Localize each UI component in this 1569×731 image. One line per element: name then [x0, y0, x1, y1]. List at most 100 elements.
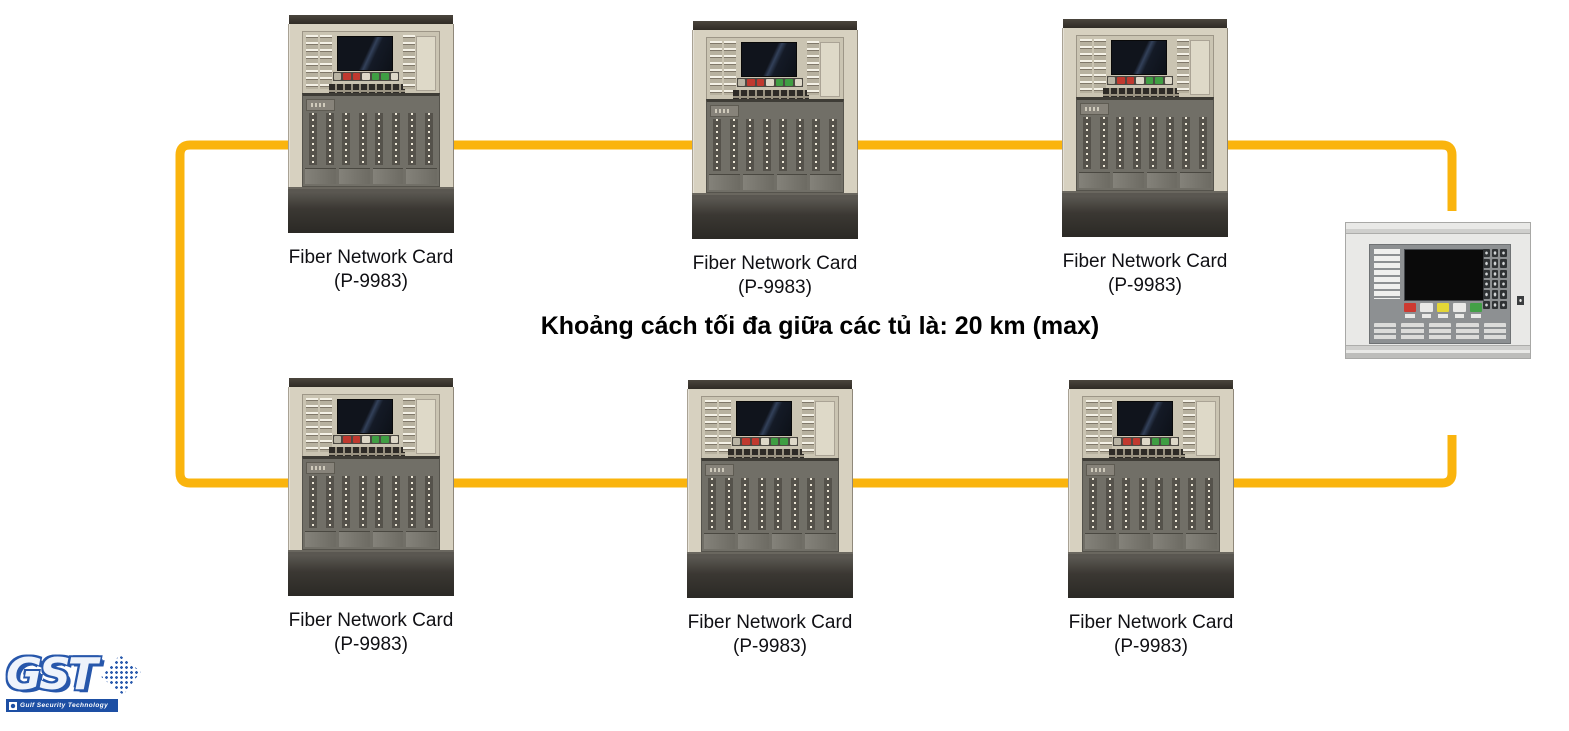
repeater-led-labels [1374, 249, 1400, 299]
label-card [820, 42, 840, 97]
operator-panel [706, 37, 844, 104]
label-card [1190, 40, 1210, 95]
brand-chip [1086, 464, 1115, 476]
lcd-display [736, 401, 792, 436]
cabinet-label: Fiber Network Card (P-9983) [1040, 250, 1250, 298]
led-indicator-column [1080, 39, 1092, 93]
function-key-row [333, 435, 399, 444]
cabinet-label-line2: (P-9983) [1108, 275, 1182, 296]
led-indicator-column [403, 35, 415, 89]
led-indicator-column [802, 400, 814, 454]
cabinet-label: Fiber Network Card (P-9983) [1046, 611, 1256, 659]
bay-doors [704, 533, 836, 549]
fire-alarm-control-panel [288, 378, 454, 596]
cabinet-label-line1: Fiber Network Card [288, 247, 454, 268]
bay-doors [709, 174, 841, 190]
cabinet-label-line1: Fiber Network Card [288, 610, 454, 631]
brand-chip [306, 462, 335, 474]
led-indicator-column [320, 35, 332, 89]
cabinet-base [1068, 552, 1234, 598]
label-card [1196, 401, 1216, 456]
led-indicator-column [320, 398, 332, 452]
repeater-bottom-groove [1346, 345, 1530, 350]
led-strip-row [309, 476, 433, 528]
cabinet-label-line1: Fiber Network Card [1062, 251, 1228, 272]
gst-logo: GST Gulf Security Technology [6, 649, 186, 712]
fire-alarm-control-panel [687, 380, 853, 598]
operator-panel [1082, 396, 1220, 463]
bay-doors [1085, 533, 1217, 549]
cabinet-slot-bottom-middle: Fiber Network Card (P-9983) [687, 380, 853, 659]
cabinet-body [1062, 28, 1228, 191]
cabinet-top-edge [693, 21, 857, 30]
led-indicator-column [719, 400, 731, 454]
cabinet-label-line2: (P-9983) [334, 634, 408, 655]
led-strip-row [309, 113, 433, 165]
lcd-display [337, 36, 393, 71]
label-card [416, 399, 436, 454]
function-key-row [732, 437, 798, 446]
gst-logo-text: GST [6, 649, 98, 700]
bay-doors [305, 168, 437, 184]
cabinet-label: Fiber Network Card (P-9983) [665, 611, 875, 659]
cabinet-top-edge [1063, 19, 1227, 28]
cabinet-slot-top-left: Fiber Network Card (P-9983) [288, 15, 454, 294]
operator-panel [701, 396, 839, 463]
bay-doors [305, 531, 437, 547]
cabinet-label: Fiber Network Card (P-9983) [266, 246, 476, 294]
cabinet-label: Fiber Network Card (P-9983) [266, 609, 476, 657]
cabinet-base [687, 552, 853, 598]
led-indicator-column [306, 398, 318, 452]
loop-card-bay [701, 458, 839, 552]
repeater-button-groups [1374, 323, 1507, 341]
fiber-loop-path [175, 140, 1457, 488]
repeater-keypad [1483, 249, 1507, 309]
cabinet-label-line2: (P-9983) [733, 636, 807, 657]
fire-alarm-control-panel [1068, 380, 1234, 598]
led-strip-row [1083, 117, 1207, 169]
loop-card-bay [706, 99, 844, 193]
cabinet-base [288, 550, 454, 596]
led-indicator-column [306, 35, 318, 89]
led-indicator-column [705, 400, 717, 454]
loop-card-bay [1082, 458, 1220, 552]
cabinet-top-edge [1069, 380, 1233, 389]
loop-card-bay [302, 93, 440, 187]
function-key-row [1113, 437, 1179, 446]
gst-logo-burst-icon [101, 655, 141, 695]
gst-logo-tagline: Gulf Security Technology [20, 702, 109, 709]
repeater-foot [1346, 353, 1530, 358]
lcd-display [337, 399, 393, 434]
cabinet-body [288, 24, 454, 187]
cabinet-label-line1: Fiber Network Card [1068, 612, 1234, 633]
fire-alarm-control-panel [692, 21, 858, 239]
repeater-lcd-display [1404, 249, 1484, 301]
cabinet-body [288, 387, 454, 550]
led-indicator-column [1086, 400, 1098, 454]
repeater-faceplate [1369, 244, 1511, 344]
repeater-indicator-keys [1404, 303, 1483, 320]
operator-panel [1076, 35, 1214, 102]
bay-doors [1079, 172, 1211, 188]
cabinet-label-line1: Fiber Network Card [687, 612, 853, 633]
led-indicator-column [403, 398, 415, 452]
max-distance-note: Khoảng cách tối đa giữa các tủ là: 20 km… [540, 312, 1100, 340]
label-card [815, 401, 835, 456]
cabinet-top-edge [289, 378, 453, 387]
cabinet-slot-bottom-left: Fiber Network Card (P-9983) [288, 378, 454, 657]
brand-chip [306, 99, 335, 111]
led-indicator-column [1177, 39, 1189, 93]
operator-panel [302, 394, 440, 461]
cabinet-base [692, 193, 858, 239]
lcd-display [1117, 401, 1173, 436]
led-indicator-column [1094, 39, 1106, 93]
cabinet-label-line1: Fiber Network Card [692, 253, 858, 274]
function-key-row [333, 72, 399, 81]
loop-card-bay [1076, 97, 1214, 191]
led-strip-row [713, 119, 837, 171]
function-key-row [737, 78, 803, 87]
fire-alarm-control-panel [1062, 19, 1228, 237]
brand-chip [710, 105, 739, 117]
